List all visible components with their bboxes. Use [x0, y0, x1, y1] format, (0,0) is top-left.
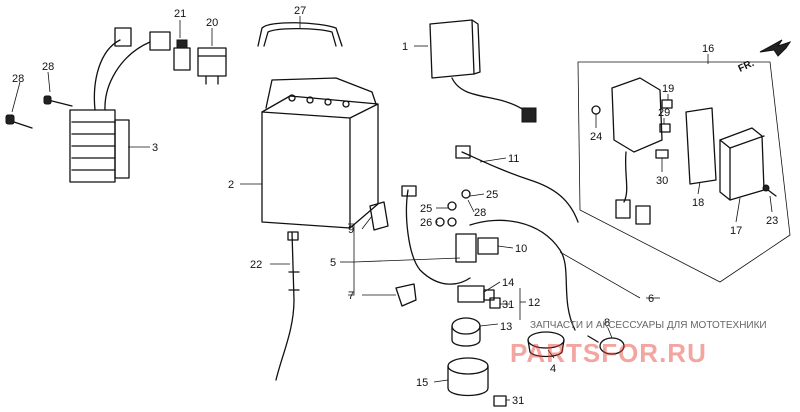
sheet-18 — [685, 107, 717, 185]
nut-24 — [591, 105, 601, 115]
leader-lines — [11, 16, 773, 401]
watermark-logo: PARTSFOR.RU — [510, 338, 707, 368]
clip-31-lower — [493, 395, 507, 407]
callout-8: 8 — [604, 317, 610, 329]
callout-28-right: 28 — [474, 207, 486, 219]
battery-2 — [261, 77, 379, 229]
callout-5: 5 — [330, 257, 336, 269]
callout-12: 12 — [528, 297, 540, 309]
fuse-30 — [655, 149, 669, 159]
callout-28-left: 28 — [12, 73, 24, 85]
front-direction-label: FR. — [737, 58, 756, 75]
callout-14: 14 — [502, 277, 514, 289]
callout-22: 22 — [250, 259, 262, 271]
callout-28-middle: 28 — [42, 61, 54, 73]
fuse-box-main — [611, 77, 663, 225]
callout-31-lower: 31 — [512, 395, 524, 407]
callout-18: 18 — [692, 197, 704, 209]
terminal-10 — [455, 233, 499, 263]
clip-31-upper — [489, 297, 501, 309]
fuse-19 — [661, 99, 673, 109]
callout-27: 27 — [294, 5, 306, 17]
callout-24: 24 — [590, 131, 602, 143]
callout-29: 29 — [658, 107, 670, 119]
fuse-box-cover-17 — [719, 127, 765, 201]
cable-11 — [455, 145, 579, 223]
callout-10: 10 — [515, 243, 527, 255]
callout-23: 23 — [766, 215, 778, 227]
callout-7: 7 — [348, 290, 354, 302]
callout-19: 19 — [662, 83, 674, 95]
harness-5 — [401, 185, 471, 285]
callout-31-upper: 31 — [502, 299, 514, 311]
bolt-28-upper — [43, 95, 73, 107]
control-unit-1 — [429, 19, 537, 123]
relay-20 — [197, 47, 227, 85]
fuse-holder-13 — [451, 317, 481, 347]
boot-cover-7 — [395, 283, 417, 307]
callout-11: 11 — [508, 153, 519, 165]
callout-26: 26 — [420, 217, 432, 229]
callout-20: 20 — [206, 17, 218, 29]
ignition-coil-15 — [447, 357, 489, 397]
callout-2: 2 — [228, 179, 234, 191]
screw-23 — [762, 184, 777, 197]
callout-labels: 28 28 3 21 20 27 1 2 22 11 25 25 26 28 9… — [12, 5, 778, 407]
harness-6 — [469, 219, 576, 331]
connector-14 — [457, 285, 495, 303]
callout-1: 1 — [402, 41, 408, 53]
callout-30: 30 — [656, 175, 668, 187]
front-direction-arrow-icon — [759, 39, 792, 57]
fuse-box-group-16 — [577, 61, 791, 283]
callout-4: 4 — [550, 363, 556, 375]
callout-6: 6 — [648, 293, 654, 305]
callout-16: 16 — [702, 43, 714, 55]
connector-21 — [173, 39, 191, 71]
callout-25-left: 25 — [420, 203, 432, 215]
callout-21: 21 — [174, 8, 186, 20]
callout-3: 3 — [152, 142, 158, 154]
regulator-rectifier-3 — [69, 39, 151, 183]
callout-25-right: 25 — [486, 189, 498, 201]
callout-17: 17 — [730, 225, 742, 237]
regulator-connectors — [114, 27, 171, 51]
watermark-caption: ЗАПЧАСТИ И АКСЕССУАРЫ ДЛЯ МОТОТЕХНИКИ — [530, 320, 767, 331]
breather-tube-22 — [275, 231, 300, 381]
terminal-cover-9 — [369, 201, 389, 231]
starter-relay-4 — [527, 331, 565, 358]
battery-holder-27 — [257, 22, 343, 47]
callout-9: 9 — [348, 224, 354, 236]
callout-15: 15 — [416, 377, 428, 389]
nuts-25-26 — [435, 189, 471, 227]
callout-13: 13 — [500, 321, 512, 333]
fuse-29 — [659, 123, 671, 133]
bolt-28-lower — [5, 114, 33, 129]
